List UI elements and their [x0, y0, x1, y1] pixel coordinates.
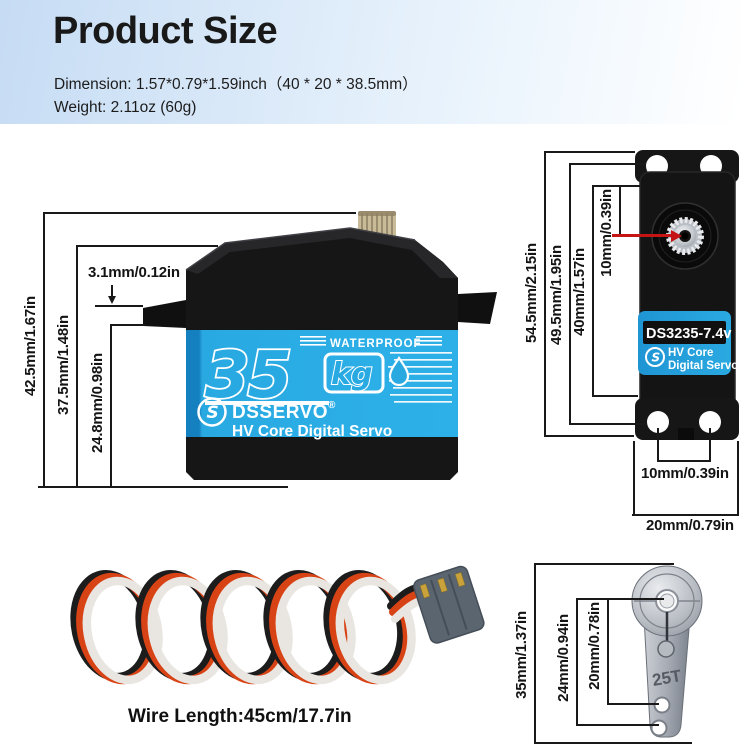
tagline-text: HV Core Digital Servo — [232, 423, 392, 440]
dim-horn-20-line — [607, 599, 609, 705]
dim-side-pitch-right-line — [709, 428, 711, 462]
dim-side-width-label: 20mm/0.79in — [646, 517, 734, 534]
dim-horn-overall-tick-top — [534, 563, 674, 565]
dim-front-bottom-line — [38, 486, 288, 488]
shaft-pointer-arrow-icon — [671, 230, 682, 242]
servo-wire — [70, 565, 485, 685]
dim-side-holespan-tick-top — [569, 163, 646, 165]
dim-front-flange-tick — [95, 305, 143, 307]
dim-side-case-line — [592, 186, 594, 396]
dim-horn-20-label: 20mm/0.78in — [586, 602, 603, 690]
dim-horn-overall-line — [534, 563, 536, 744]
side-bottom-hole-left — [647, 411, 669, 433]
dim-front-case-tick-top — [76, 245, 218, 247]
side-model-strip — [643, 321, 726, 344]
dim-front-lower-label: 24.8mm/0.98in — [89, 353, 106, 453]
brand-text: DSSERVO — [232, 402, 328, 423]
dim-front-lower-line — [110, 325, 112, 487]
dim-side-case-tick-top — [592, 185, 640, 187]
dim-side-overall-line — [544, 152, 546, 436]
front-view-servo: WATERPROOF 35 kg S DSSERVO ® HV Core Dig… — [143, 211, 497, 480]
registered-mark: ® — [328, 400, 336, 411]
dim-horn-overall-label: 35mm/1.37in — [513, 611, 530, 699]
wire-coil — [70, 570, 437, 685]
horn-hole-4 — [650, 719, 668, 737]
side-logo-circle — [645, 347, 665, 367]
dim-front-overall-tick-top — [43, 212, 356, 214]
dsservo-logo-letter: S — [207, 403, 219, 423]
side-logo-letter: S — [652, 351, 661, 365]
dim-side-shaft-line — [619, 187, 621, 237]
dim-front-overall-line — [43, 213, 45, 487]
hatch-lines — [388, 352, 452, 403]
dim-side-shaft-label: 10mm/0.39in — [598, 189, 615, 277]
dsservo-logo-circle — [197, 397, 227, 427]
wire-connector — [413, 565, 485, 644]
front-label-band — [186, 330, 458, 437]
dim-side-pitch-line — [657, 460, 711, 462]
dimension-text: Dimension: 1.57*0.79*1.59inch（40 * 20 * … — [54, 76, 418, 93]
dim-front-case-line — [76, 246, 78, 487]
dim-side-overall-tick-top — [544, 151, 635, 153]
page-title: Product Size — [53, 10, 278, 52]
dim-side-holespan-line — [569, 164, 571, 424]
front-right-flange — [458, 292, 497, 324]
dim-side-holespan-tick-bottom — [569, 423, 646, 425]
header-banner: Product Size Dimension: 1.57*0.79*1.59in… — [0, 0, 740, 124]
dim-horn-24-line — [576, 599, 578, 726]
horn-hole-3 — [653, 696, 671, 714]
dim-horn-24-tick-bottom — [576, 724, 659, 726]
wire-length-caption: Wire Length:45cm/17.7in — [128, 706, 352, 727]
front-left-flange — [143, 300, 186, 328]
dim-side-overall-label: 54.5mm/2.15in — [523, 243, 540, 343]
flange-arrow-head-icon — [108, 296, 116, 304]
weight-text: Weight: 2.11oz (60g) — [54, 99, 197, 116]
dim-horn-24-tick-top — [576, 598, 664, 600]
dim-side-case-label: 40mm/1.57in — [571, 248, 588, 336]
dim-side-pitch-label: 10mm/0.39in — [641, 465, 729, 482]
dim-side-case-tick-bottom — [592, 395, 638, 397]
water-drop-icon — [388, 356, 410, 387]
dim-side-width-line — [632, 514, 739, 516]
model-text: DS3235-7.4v — [646, 326, 731, 342]
side-label-line1: HV Core — [668, 347, 713, 359]
dim-side-holespan-label: 49.5mm/1.95in — [548, 245, 565, 345]
side-view-servo: DS3235-7.4v S HV Core Digital Servo — [635, 150, 739, 440]
shaft-pointer-line — [612, 234, 672, 237]
waterproof-ribbon — [300, 336, 442, 346]
dim-front-flange-label: 3.1mm/0.12in — [88, 264, 180, 281]
waterproof-text: WATERPROOF — [330, 338, 422, 350]
dim-horn-20-tick-bottom — [607, 703, 659, 705]
dim-front-lower-tick-top — [110, 324, 145, 326]
side-bottom-hole-right — [699, 411, 721, 433]
dim-side-width-left-line — [633, 441, 635, 516]
rating-unit: kg — [331, 357, 372, 392]
dim-front-flange-arrow-line — [111, 285, 113, 297]
dim-side-overall-tick-bottom — [544, 435, 634, 437]
side-label-line2: Digital Servo — [668, 360, 738, 372]
servo-horn: 25T — [631, 565, 703, 738]
horn-teeth-text: 25T — [651, 666, 684, 690]
front-servo-top-face — [186, 228, 458, 278]
dim-horn-overall-tick-bottom — [534, 742, 692, 744]
dim-front-case-label: 37.5mm/1.48in — [55, 315, 72, 415]
horn-second-hole — [657, 640, 675, 658]
dim-side-width-right-line — [737, 441, 739, 516]
dim-front-overall-label: 42.5mm/1.67in — [22, 296, 39, 396]
dim-horn-24-label: 24mm/0.94in — [555, 614, 572, 702]
dim-side-pitch-left-line — [657, 428, 659, 462]
